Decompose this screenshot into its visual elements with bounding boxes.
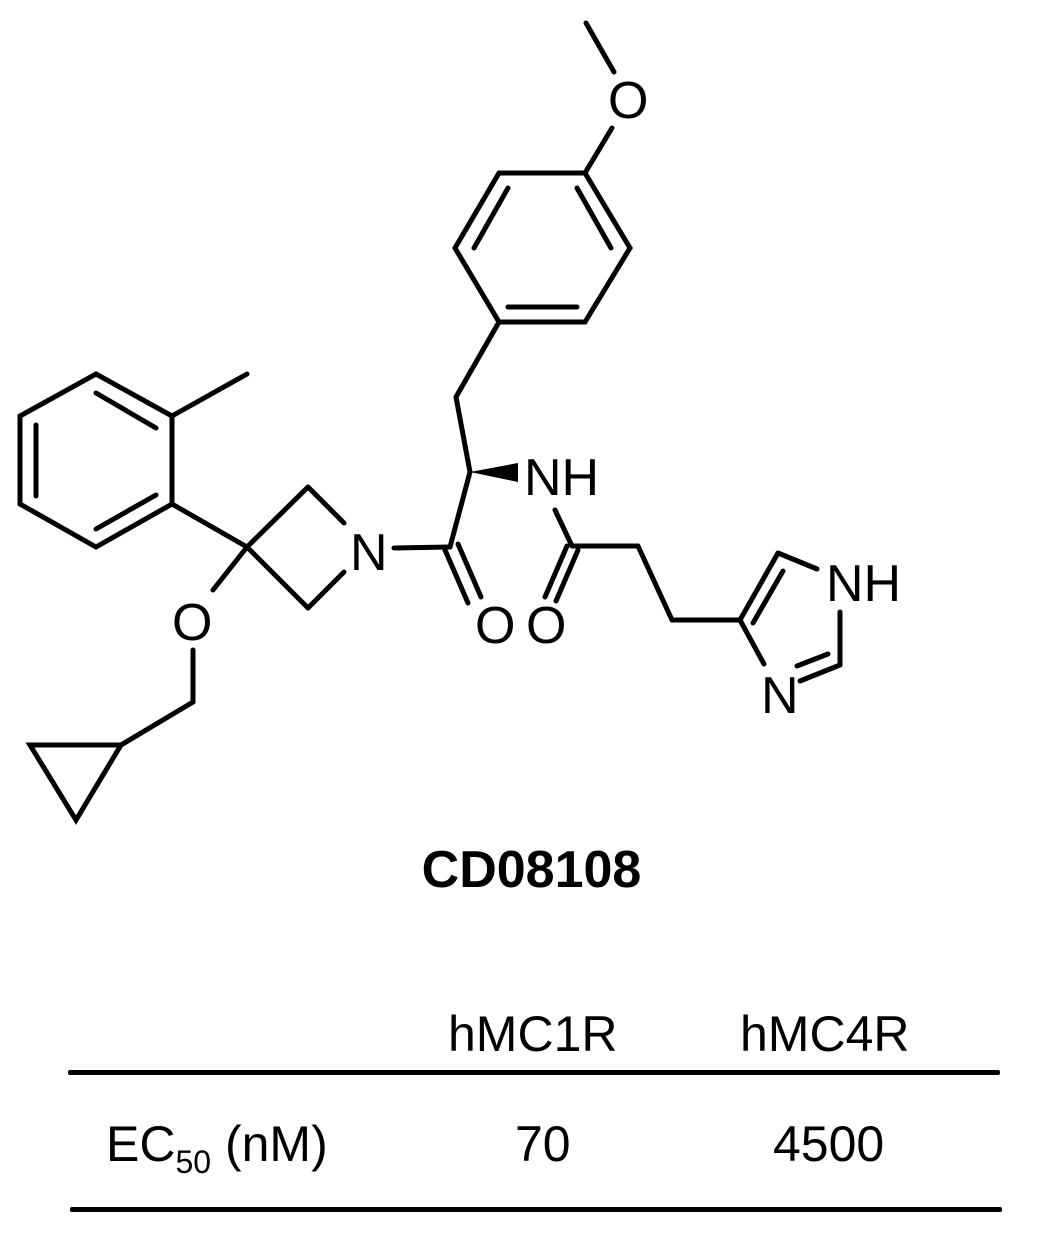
atom-label-ether-o: O bbox=[172, 594, 212, 652]
bond bbox=[455, 541, 484, 600]
activity-table: hMC1R hMC4R EC50 (nM) 70 4500 bbox=[0, 995, 1063, 1235]
row-label-main: EC bbox=[106, 1116, 176, 1172]
bond bbox=[471, 185, 511, 251]
bond bbox=[552, 507, 575, 549]
row-label-unit: (nM) bbox=[211, 1116, 328, 1172]
bond bbox=[93, 390, 159, 431]
atom-label-amide-nh: NH bbox=[524, 449, 599, 507]
value-hmc4r: 4500 bbox=[773, 1116, 885, 1172]
bond bbox=[553, 547, 581, 604]
atom-label-methoxy-o: O bbox=[608, 72, 648, 130]
bond bbox=[305, 484, 347, 526]
tolyl-ring bbox=[17, 371, 175, 550]
bond bbox=[442, 547, 471, 606]
column-header-hmc1r: hMC1R bbox=[448, 1006, 618, 1062]
bond bbox=[169, 501, 250, 550]
bond bbox=[775, 550, 820, 572]
wedge-bond bbox=[470, 463, 518, 482]
atom-label-imidazole-nh: NH bbox=[826, 555, 901, 613]
value-hmc1r: 70 bbox=[515, 1116, 571, 1172]
bond bbox=[750, 568, 786, 626]
atom-label-azetidine-n: N bbox=[350, 524, 388, 582]
bond bbox=[391, 544, 453, 551]
atom-label-imidazole-n: N bbox=[761, 667, 799, 725]
atom-label-carbonyl-o-1: O bbox=[475, 597, 515, 655]
bond bbox=[794, 651, 831, 669]
bond bbox=[210, 544, 250, 593]
bond bbox=[635, 543, 675, 623]
bond bbox=[574, 185, 614, 251]
column-header-hmc4r: hMC4R bbox=[740, 1006, 910, 1062]
bond bbox=[93, 492, 159, 532]
bond bbox=[583, 20, 617, 75]
bond bbox=[447, 469, 473, 550]
bond bbox=[737, 617, 767, 667]
bond bbox=[582, 125, 615, 176]
atom-label-carbonyl-o-2: O bbox=[526, 597, 566, 655]
bond bbox=[453, 319, 502, 400]
bond bbox=[169, 371, 250, 419]
cyclopropyl-ring bbox=[25, 742, 126, 825]
bond bbox=[453, 394, 473, 475]
header-rule bbox=[68, 1070, 1000, 1075]
chemical-structure: O N O O NH O NH N bbox=[17, 20, 901, 825]
bond bbox=[118, 699, 196, 748]
footer-rule bbox=[70, 1207, 1002, 1212]
bond bbox=[244, 484, 311, 550]
bond bbox=[542, 543, 570, 600]
bond bbox=[797, 662, 843, 684]
methoxyphenyl-ring bbox=[452, 170, 633, 325]
compound-name: CD08108 bbox=[421, 841, 642, 899]
row-label-subscript: 50 bbox=[175, 1144, 212, 1180]
row-label: EC50 (nM) bbox=[106, 1115, 328, 1181]
bond bbox=[305, 569, 347, 611]
bond bbox=[244, 544, 311, 611]
bond bbox=[737, 550, 781, 623]
